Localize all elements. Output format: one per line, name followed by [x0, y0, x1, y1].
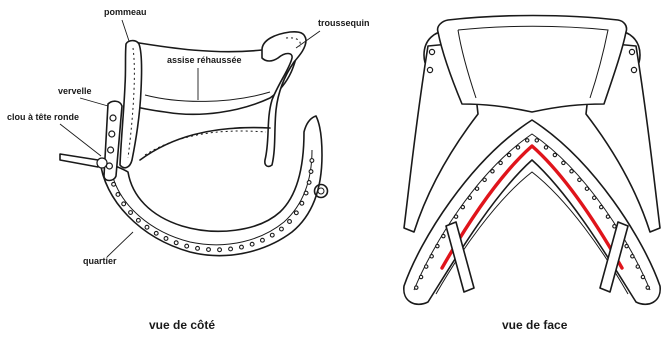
arch-hole [415, 286, 418, 289]
arch-hole [613, 225, 616, 228]
flap-hole [280, 227, 284, 231]
flap-hole [136, 218, 140, 222]
arch-hole [535, 139, 538, 142]
arch-hole [646, 286, 649, 289]
pommel-shape [120, 41, 142, 168]
flap-hole [122, 202, 126, 206]
flap-ring-inner [318, 188, 324, 194]
flap-hole [218, 248, 222, 252]
round-head-nail [60, 154, 98, 167]
arch-hole [606, 215, 609, 218]
arch-hole [436, 244, 439, 247]
flap-hole [304, 191, 308, 195]
arch-hole [526, 139, 529, 142]
arch-hole [553, 153, 556, 156]
arch-hole [641, 275, 644, 278]
arch-hole [430, 255, 433, 258]
arch-hole [425, 265, 428, 268]
vervelle-stud [108, 147, 114, 153]
flap-hole [129, 211, 133, 215]
arch-hole [516, 146, 519, 149]
cantle-stud [427, 67, 432, 72]
flap-hole [229, 247, 233, 251]
arch-hole [570, 170, 573, 173]
cantle-stud [429, 49, 434, 54]
vervelle-stud [109, 131, 115, 137]
arch-hole [419, 275, 422, 278]
vervelle-stud [110, 115, 116, 121]
front-view-drawing [404, 16, 660, 305]
arch-hole [442, 234, 445, 237]
arch-hole [507, 153, 510, 156]
arch-hole [468, 196, 471, 199]
caption-front-view: vue de face [502, 318, 568, 332]
arch-hole [544, 146, 547, 149]
arch-hole [461, 205, 464, 208]
flap-hole [300, 201, 304, 205]
side-view-drawing [60, 32, 328, 256]
flap-hole [288, 220, 292, 224]
flap-hole [174, 241, 178, 245]
arch-hole [636, 265, 639, 268]
flap-hole [261, 238, 265, 242]
label-clou: clou à tête ronde [7, 112, 79, 122]
leader-clou [60, 124, 101, 156]
flap-hole [185, 244, 189, 248]
seat-edge-stitch [145, 131, 266, 155]
leader-pommeau [122, 20, 129, 41]
flap-hole [116, 193, 120, 197]
leader-vervelle [80, 98, 108, 106]
seat-edge [140, 128, 270, 160]
arch-hole [593, 196, 596, 199]
flap-hole [240, 245, 244, 249]
arch-hole [491, 170, 494, 173]
flap-hole [112, 182, 116, 186]
flap-hole [309, 170, 313, 174]
label-assise: assise réhaussée [167, 55, 242, 65]
leader-quartier [107, 232, 133, 257]
flap-hole [145, 225, 149, 229]
arch-hole [625, 244, 628, 247]
arch-hole [475, 187, 478, 190]
arch-hole [454, 215, 457, 218]
arch-hole [483, 178, 486, 181]
caption-side-view: vue de côté [149, 318, 215, 332]
flap-hole [250, 242, 254, 246]
flap-hole [270, 233, 274, 237]
cantle-stud [631, 67, 636, 72]
flap-hole [310, 159, 314, 163]
label-pommeau: pommeau [104, 7, 147, 17]
flap-hole [164, 237, 168, 241]
arch-hole [600, 205, 603, 208]
flap-hole [207, 248, 211, 252]
flap-hole [196, 246, 200, 250]
arch-hole [578, 178, 581, 181]
flap-hole [307, 181, 311, 185]
arch-hole [562, 161, 565, 164]
label-vervelle: vervelle [58, 86, 92, 96]
arch-hole [585, 187, 588, 190]
flap-hole [154, 231, 158, 235]
cantle-stud [629, 49, 634, 54]
arch-hole [499, 161, 502, 164]
arch-hole [631, 255, 634, 258]
nail-head [97, 158, 107, 168]
label-quartier: quartier [83, 256, 117, 266]
label-troussequin: troussequin [318, 18, 370, 28]
flap-hole [294, 211, 298, 215]
